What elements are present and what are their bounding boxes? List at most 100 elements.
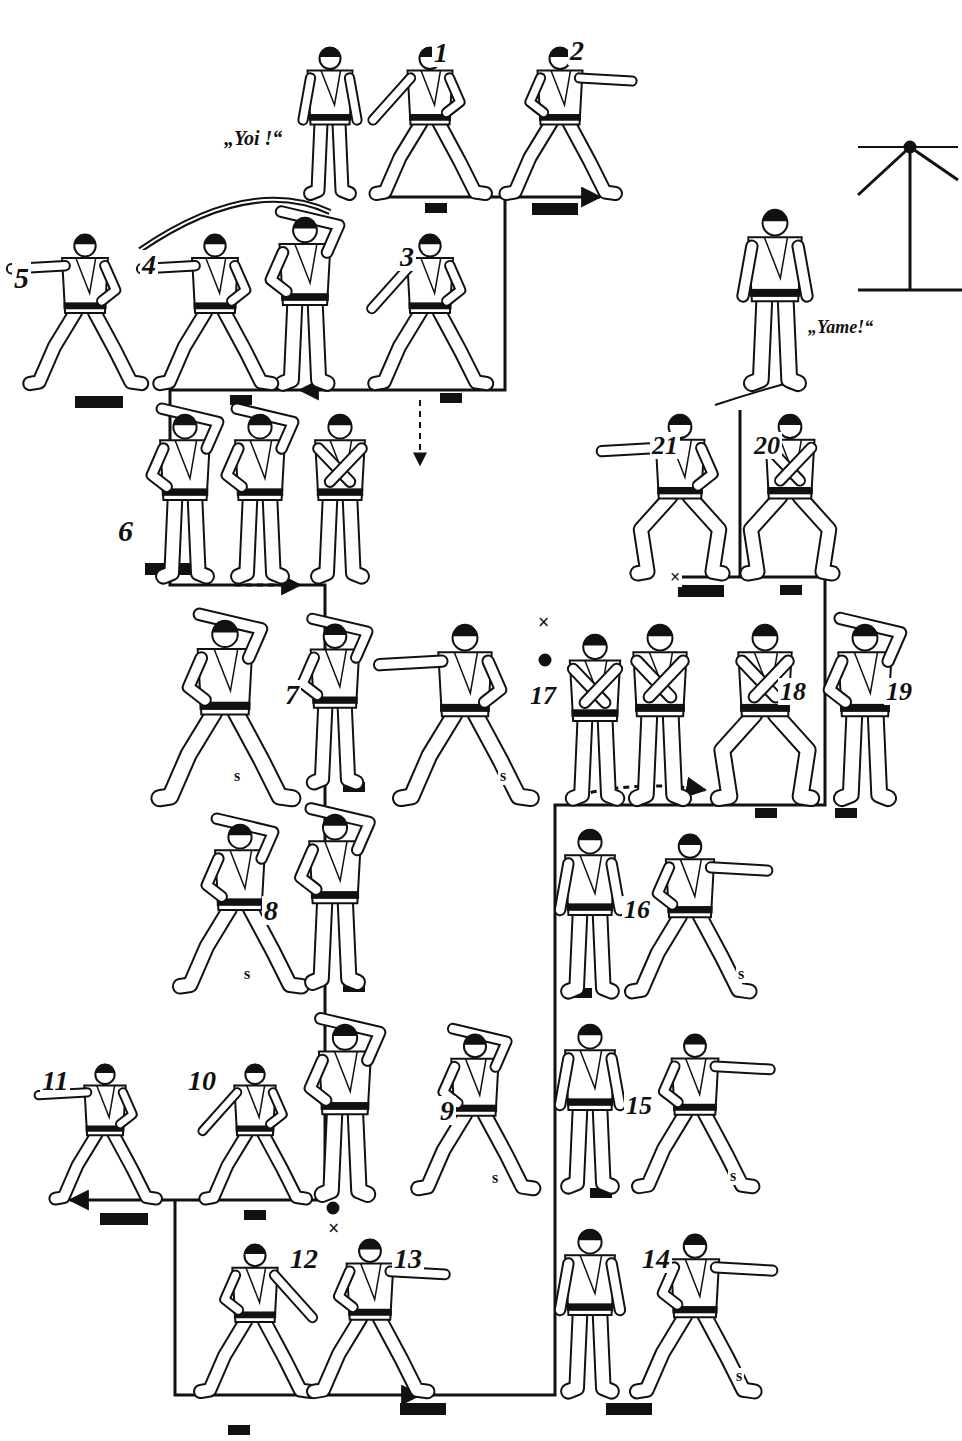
belt — [767, 487, 813, 494]
callout-number: × — [326, 1218, 341, 1239]
limb-fill — [310, 1060, 326, 1100]
limb-outline — [152, 449, 167, 487]
limb-fill — [160, 312, 206, 384]
limb-outline — [310, 1060, 326, 1100]
limb-fill — [690, 497, 723, 574]
callout-number: 18 — [778, 678, 808, 705]
limb-fill — [376, 123, 421, 194]
limb-fill — [560, 1264, 568, 1311]
karateka — [12, 234, 142, 384]
limb-outline — [373, 78, 411, 120]
limb-outline — [237, 409, 293, 449]
hair — [173, 414, 196, 426]
limb-fill — [658, 867, 673, 904]
limb-fill — [476, 715, 531, 799]
limb-outline — [612, 1264, 620, 1311]
limb-outline — [439, 123, 486, 194]
limb-fill — [301, 850, 317, 890]
hair — [684, 1234, 707, 1245]
limb-outline — [270, 498, 282, 576]
callout-number: 7 — [283, 680, 301, 709]
belt — [567, 1098, 613, 1105]
gi-lapel — [76, 258, 96, 293]
limb-fill — [632, 916, 680, 992]
limb-outline — [345, 901, 357, 982]
limb-fill — [569, 123, 616, 194]
limb-outline — [314, 706, 325, 782]
limb-fill — [312, 619, 367, 658]
limb-fill — [263, 1134, 306, 1199]
gi-lapel — [680, 859, 701, 896]
gi-lapel — [454, 652, 477, 693]
callout-number: s — [734, 1368, 744, 1385]
callout-number: s — [232, 768, 242, 785]
hair — [228, 824, 251, 836]
limb-outline — [163, 498, 175, 576]
limb-outline — [485, 661, 501, 702]
limb-fill — [224, 312, 271, 384]
hair — [763, 209, 788, 221]
limb-outline — [560, 1264, 568, 1311]
karateka — [570, 634, 620, 799]
limb-outline — [705, 1316, 755, 1392]
limb-outline — [160, 713, 215, 799]
limb-fill — [612, 1059, 620, 1106]
limb-outline — [263, 1134, 306, 1199]
limb-outline — [698, 448, 713, 486]
limb-fill — [201, 1321, 246, 1392]
hair — [648, 624, 673, 636]
karateka — [602, 414, 723, 574]
karateka — [314, 1239, 445, 1392]
limb-outline — [485, 1114, 534, 1188]
callout-number: s — [736, 966, 746, 983]
limb-outline — [350, 78, 358, 120]
callout-number: s — [728, 1168, 738, 1185]
limb-outline — [303, 78, 311, 120]
gi-lapel — [421, 71, 441, 106]
limb-fill — [55, 1134, 96, 1199]
gi-lapel — [764, 237, 787, 278]
limb-fill — [439, 312, 486, 384]
limb-outline — [639, 1113, 686, 1186]
gi-lapel — [325, 650, 346, 687]
limb-fill — [195, 498, 207, 576]
command-text: „Yame!“ — [806, 318, 875, 337]
limb-outline — [120, 1092, 132, 1124]
gi-jacket — [633, 652, 686, 716]
callout-number: 2 — [568, 36, 586, 65]
limb-outline — [315, 303, 327, 383]
limb-fill — [303, 658, 318, 695]
limb-fill — [485, 1114, 534, 1188]
limb-fill — [303, 78, 311, 120]
hair — [293, 217, 317, 229]
limb-fill — [180, 908, 230, 986]
limb-fill — [350, 78, 358, 120]
karateka — [639, 1034, 770, 1187]
limb-fill — [485, 661, 501, 702]
limb-outline — [743, 246, 752, 296]
limb-fill — [345, 901, 357, 982]
limb-outline — [205, 1134, 246, 1199]
limb-fill — [704, 1113, 752, 1186]
limb-outline — [649, 661, 683, 697]
limb-fill — [800, 497, 833, 574]
karateka — [142, 234, 272, 384]
limb-fill — [375, 312, 421, 384]
limb-fill — [698, 448, 713, 486]
limb-fill — [217, 819, 273, 859]
limb-outline — [200, 614, 262, 658]
limb-outline — [580, 78, 633, 81]
callout-number: s — [242, 966, 252, 983]
limb-fill — [748, 497, 781, 574]
gi-lapel — [295, 244, 317, 283]
limb-outline — [227, 449, 242, 487]
limb-outline — [203, 1092, 238, 1131]
limb-outline — [160, 312, 206, 384]
limb-fill — [638, 497, 671, 574]
limb-fill — [876, 715, 888, 799]
limb-outline — [232, 266, 246, 301]
limb-fill — [311, 123, 322, 194]
limb-fill — [743, 246, 752, 296]
hair — [248, 414, 271, 426]
gi-lapel — [580, 1050, 602, 1088]
